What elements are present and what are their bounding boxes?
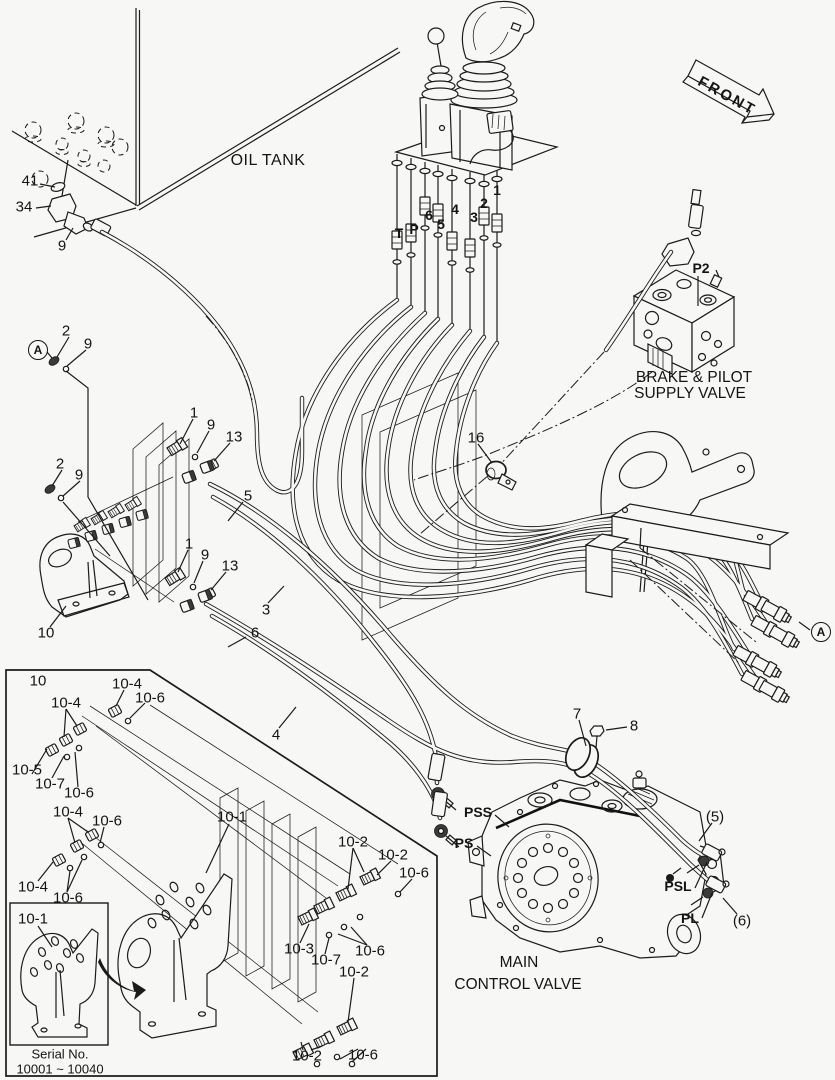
oil-tank-label: OIL TANK	[230, 152, 306, 169]
washer-oring-pairs	[44, 356, 70, 502]
port-label-PS: PS	[454, 835, 474, 851]
part-callout-9: 9	[200, 546, 210, 564]
part-callout-5: 5	[243, 487, 253, 505]
port-label-1: 1	[493, 182, 501, 198]
part-callout-9: 9	[74, 466, 84, 484]
pilot-line-bracket	[39, 495, 149, 618]
part-callout-13: 13	[221, 557, 239, 575]
main-control-valve	[467, 770, 725, 959]
view-marker-A: A	[28, 340, 48, 360]
psl-pl-fittings	[686, 843, 730, 906]
part-callout-(5): (5)	[705, 808, 725, 826]
part-callout-10-2: 10-2	[291, 1047, 323, 1065]
part-callout-10-7: 10-7	[310, 951, 342, 969]
serial-range-label: 10001 ~ 10040	[16, 1061, 104, 1077]
part-callout-10-6: 10-6	[91, 812, 123, 830]
fitting-group-upper	[165, 436, 220, 485]
port-label-PL: PL	[681, 910, 699, 926]
main-control-valve-label-line2: CONTROL VALVE	[454, 976, 582, 993]
part-callout-10-6: 10-6	[398, 864, 430, 882]
part-callout-10-6: 10-6	[347, 1046, 379, 1064]
serial-no-label: Serial No.	[31, 1046, 89, 1062]
part-callout-9: 9	[206, 416, 216, 434]
part-callout-4: 4	[271, 726, 281, 744]
inset-detail-box	[5, 669, 438, 1077]
part-callout-10-6: 10-6	[52, 889, 84, 907]
main-control-valve-label-line1: MAIN	[499, 954, 539, 971]
part-callout-10-2: 10-2	[338, 963, 370, 981]
port-label-2: 2	[480, 195, 488, 211]
part-callout-6: 6	[250, 624, 260, 642]
port-label-P: P	[409, 221, 419, 237]
part-callout-2: 2	[61, 322, 71, 340]
part-callout-10: 10	[29, 672, 47, 690]
part-callout-34: 34	[15, 198, 33, 216]
joystick-assembly	[391, 0, 560, 343]
part-callout-10-6: 10-6	[134, 689, 166, 707]
part-callout-10-2: 10-2	[337, 833, 369, 851]
part-callout-1: 1	[184, 535, 194, 553]
part-callout-10-4: 10-4	[52, 803, 84, 821]
front-arrow	[682, 59, 775, 124]
part-callout-13: 13	[225, 428, 243, 446]
part-callout-10-7: 10-7	[34, 775, 66, 793]
grommet	[564, 736, 600, 779]
port-label-T: T	[394, 225, 404, 241]
part-callout-7: 7	[572, 705, 582, 723]
port-label-3: 3	[470, 209, 478, 225]
part-callout-10-6: 10-6	[63, 784, 95, 802]
hose-clamp-bar	[584, 503, 790, 598]
hose-end-fittings	[629, 547, 802, 707]
port-label-5: 5	[437, 216, 445, 232]
part-callout-10-4: 10-4	[17, 878, 49, 896]
part-callout-10-3: 10-3	[283, 940, 315, 958]
port-label-PSL: PSL	[664, 878, 692, 894]
part-callout-1: 1	[189, 404, 199, 422]
part-callout-10-2: 10-2	[377, 846, 409, 864]
port-label-4: 4	[451, 201, 459, 217]
part-callout-16: 16	[467, 429, 485, 447]
brake-pilot-supply-valve	[632, 188, 736, 375]
part-callout-9: 9	[83, 335, 93, 353]
part-callout-2: 2	[55, 455, 65, 473]
pss-ps-fittings	[427, 752, 460, 848]
port-label-6: 6	[425, 207, 433, 223]
brake-pilot-valve-label-line1: BRAKE & PILOT	[635, 369, 753, 386]
part-callout-10-4: 10-4	[50, 694, 82, 712]
part-callout-41: 41	[21, 172, 39, 190]
part-callout-10-6: 10-6	[354, 942, 386, 960]
part-callout-10-1: 10-1	[216, 808, 248, 826]
oil-tank	[11, 8, 401, 238]
part-callout-10-4: 10-4	[111, 675, 143, 693]
part-callout-10-5: 10-5	[11, 761, 43, 779]
port-label-PSS: PSS	[463, 804, 493, 820]
part-callout-10: 10	[37, 624, 55, 642]
part-callout-9: 9	[57, 237, 67, 255]
bolt	[589, 725, 605, 749]
leader-lines	[31, 183, 811, 1063]
hose-clamp-16	[485, 460, 517, 491]
view-marker-A: A	[811, 622, 831, 642]
port-label-P2: P2	[692, 260, 710, 276]
part-callout-8: 8	[629, 717, 639, 735]
part-callout-3: 3	[261, 601, 271, 619]
part-callout-10-1: 10-1	[17, 910, 49, 928]
brake-pilot-valve-label-line2: SUPPLY VALVE	[634, 385, 746, 402]
part-callout-(6): (6)	[732, 912, 752, 930]
